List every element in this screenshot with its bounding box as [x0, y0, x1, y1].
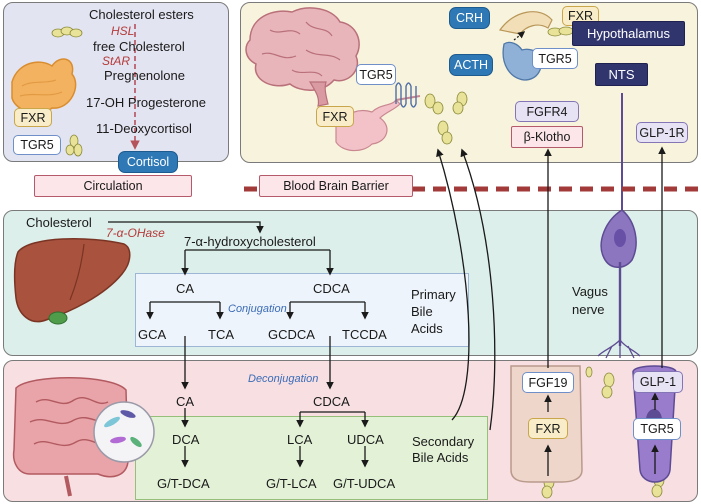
cdca-primary-label: CDCA: [313, 281, 350, 296]
circulation-tag: Circulation: [34, 175, 192, 197]
secondary-bile-acids-box: [135, 416, 488, 500]
cdca-gut-label: CDCA: [313, 394, 350, 409]
7a-ohase-enzyme-label: 7-α-OHase: [106, 226, 165, 240]
cortisol-tag: Cortisol: [118, 151, 178, 173]
pituitary-icon: [498, 11, 553, 81]
gcdca-label: GCDCA: [268, 327, 315, 342]
nts-tag: NTS: [595, 63, 648, 86]
beta-klotho-tag: β-Klotho: [511, 126, 583, 148]
microbiota-circle-icon: [93, 401, 155, 463]
ca-primary-label: CA: [176, 281, 195, 296]
fxr-adrenal-tag: FXR: [14, 108, 52, 127]
fxr-gut-tag: FXR: [528, 418, 568, 439]
dca-label: DCA: [172, 432, 200, 447]
bacteria-icon-pituitary: [547, 26, 574, 37]
vagus-nerve-label: Vagus nerve: [572, 284, 608, 317]
receptor-coil-icon: [395, 82, 417, 108]
bacteria-icon-gut-1: [601, 372, 615, 399]
hypothalamus-tag: Hypothalamus: [572, 21, 685, 46]
deconjugation-label: Deconjugation: [248, 373, 319, 385]
tgr5-neuron-tag: TGR5: [356, 64, 396, 85]
gt-dca-label: G/T-DCA: [157, 476, 210, 491]
ca-gut-label: CA: [176, 394, 195, 409]
bacteria-icon-brain-2: [452, 91, 468, 115]
tgr5-adrenal-tag: TGR5: [13, 135, 61, 155]
udca-label: UDCA: [347, 432, 384, 447]
gca-label: GCA: [138, 327, 167, 342]
free-cholesterol-label: free Cholesterol: [93, 39, 185, 54]
glp1r-tag: GLP-1R: [636, 122, 688, 143]
tca-label: TCA: [208, 327, 234, 342]
cholesterol-label: Cholesterol: [26, 215, 92, 230]
gt-lca-label: G/T-LCA: [266, 476, 317, 491]
fgf19-tag: FGF19: [522, 372, 574, 393]
star-enzyme-label: StAR: [102, 54, 131, 68]
fgfr4-tag: FGFR4: [515, 101, 579, 122]
tccda-label: TCCDA: [342, 327, 387, 342]
hsl-enzyme-label: HSL: [111, 24, 135, 38]
neuron-icon: [335, 95, 421, 152]
crh-tag: CRH: [449, 7, 490, 29]
bacteria-icon-adrenal-bottom: [65, 134, 83, 157]
7a-hydroxycholesterol-label: 7-α-hydroxycholesterol: [184, 234, 316, 249]
vagus-nerve-icon: [597, 93, 641, 359]
secondary-bile-acids-label: Secondary Bile Acids: [412, 434, 475, 465]
11-deoxycortisol-label: 11-Deoxycortisol: [96, 121, 192, 136]
bacteria-icon-brain-3: [437, 120, 453, 145]
adrenal-gland-icon: [11, 58, 77, 114]
bacteria-icon-brain-1: [424, 93, 444, 115]
pregnenolone-label: Pregnenolone: [104, 68, 185, 83]
17oh-progesterone-label: 17-OH Progesterone: [86, 95, 206, 110]
bacteria-icon-adrenal-top: [51, 26, 83, 38]
arrow-secondary-to-brain-2: [460, 148, 496, 431]
primary-bile-acids-label: Primary Bile Acids: [411, 287, 456, 336]
bacteria-icon-gut-4: [585, 366, 593, 378]
liver-icon: [13, 238, 131, 325]
conjugation-label: Conjugation: [228, 303, 287, 315]
tgr5-pituitary-tag: TGR5: [532, 48, 578, 69]
lca-label: LCA: [287, 432, 313, 447]
fxr-neuron-tag: FXR: [316, 106, 354, 127]
tgr5-gut-tag: TGR5: [633, 418, 681, 440]
acth-tag: ACTH: [449, 54, 493, 76]
primary-bile-acids-box: [135, 273, 469, 347]
arrow-secondary-to-brain-1: [436, 148, 470, 421]
glp1-tag: GLP-1: [633, 371, 683, 393]
brain-icon: [245, 7, 360, 107]
cholesterol-esters-label: Cholesterol esters: [89, 7, 194, 22]
blood-brain-barrier-tag: Blood Brain Barrier: [259, 175, 413, 197]
gt-udca-label: G/T-UDCA: [333, 476, 396, 491]
arrow-cholesterol-to-7a: [108, 221, 264, 234]
